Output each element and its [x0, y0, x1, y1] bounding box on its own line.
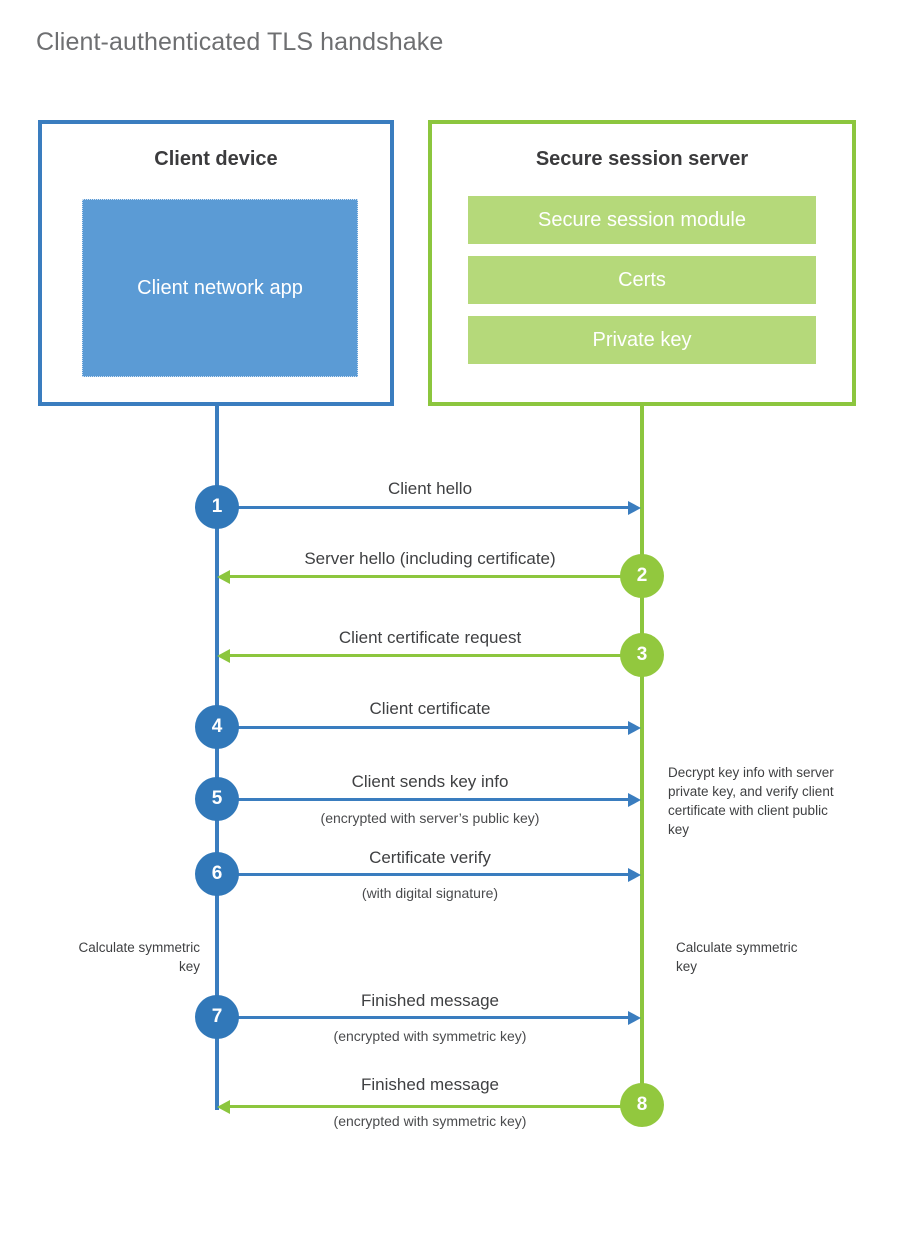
step-badge-7: 7: [195, 995, 239, 1039]
step-3-arrow-line: [230, 654, 642, 657]
step-badge-3: 3: [620, 633, 664, 677]
actor-box-secure-session-server: Secure session server Secure session mod…: [428, 120, 856, 406]
step-5-arrow-line: [218, 798, 628, 801]
step-5-arrow-head-icon: [628, 792, 641, 807]
step-badge-4: 4: [195, 705, 239, 749]
client-device-title: Client device: [154, 148, 278, 170]
step-6-arrow-head-icon: [628, 867, 641, 882]
step-1-arrow-line: [218, 506, 628, 509]
step-4-arrow-line: [218, 726, 628, 729]
actor-box-client-device: Client device Client network app: [38, 120, 394, 406]
step-6-arrow-line: [218, 873, 628, 876]
step-8-sublabel: (encrypted with symmetric key): [333, 1113, 527, 1129]
step-8-arrow-line: [230, 1105, 642, 1108]
step-badge-6: 6: [195, 852, 239, 896]
client-network-app-block: Client network app: [82, 199, 358, 377]
step-badge-5: 5: [195, 777, 239, 821]
step-7-arrow-line: [218, 1016, 628, 1019]
server-module-certs: Certs: [468, 256, 816, 304]
note-client-calculate-symmetric-key: Calculate symmetric key: [78, 940, 200, 975]
step-6-label: Certificate verify: [369, 848, 491, 867]
server-module-list: Secure session module Certs Private key: [468, 196, 816, 364]
step-badge-2: 2: [620, 554, 664, 598]
step-6-sublabel: (with digital signature): [361, 885, 499, 901]
step-5-sublabel: (encrypted with server’s public key): [320, 810, 540, 826]
step-1-label: Client hello: [387, 479, 473, 498]
step-4-arrow-head-icon: [628, 720, 641, 735]
step-2-arrow-head-icon: [217, 569, 230, 584]
step-badge-8: 8: [620, 1083, 664, 1127]
server-module-private-key: Private key: [468, 316, 816, 364]
step-7-label: Finished message: [361, 991, 499, 1010]
note-server-decrypt-key-info: Decrypt key info with server private key…: [668, 765, 834, 838]
step-2-arrow-line: [230, 575, 642, 578]
note-server-calculate-symmetric-key: Calculate symmetric key: [676, 940, 798, 975]
server-module-secure-session-module: Secure session module: [468, 196, 816, 244]
server-lifeline: [640, 404, 644, 1106]
secure-session-server-title: Secure session server: [535, 148, 749, 170]
step-7-arrow-head-icon: [628, 1010, 641, 1025]
step-7-sublabel: (encrypted with symmetric key): [333, 1028, 527, 1044]
step-3-arrow-head-icon: [217, 648, 230, 663]
client-lifeline: [215, 404, 219, 1110]
step-3-label: Client certificate request: [338, 628, 522, 647]
step-4-label: Client certificate: [369, 699, 491, 718]
step-badge-1: 1: [195, 485, 239, 529]
step-8-label: Finished message: [361, 1075, 499, 1094]
step-1-arrow-head-icon: [628, 500, 641, 515]
step-2-label: Server hello (including certificate): [304, 549, 556, 568]
step-8-arrow-head-icon: [217, 1099, 230, 1114]
page-title: Client-authenticated TLS handshake: [36, 28, 444, 56]
step-5-label: Client sends key info: [351, 772, 509, 791]
